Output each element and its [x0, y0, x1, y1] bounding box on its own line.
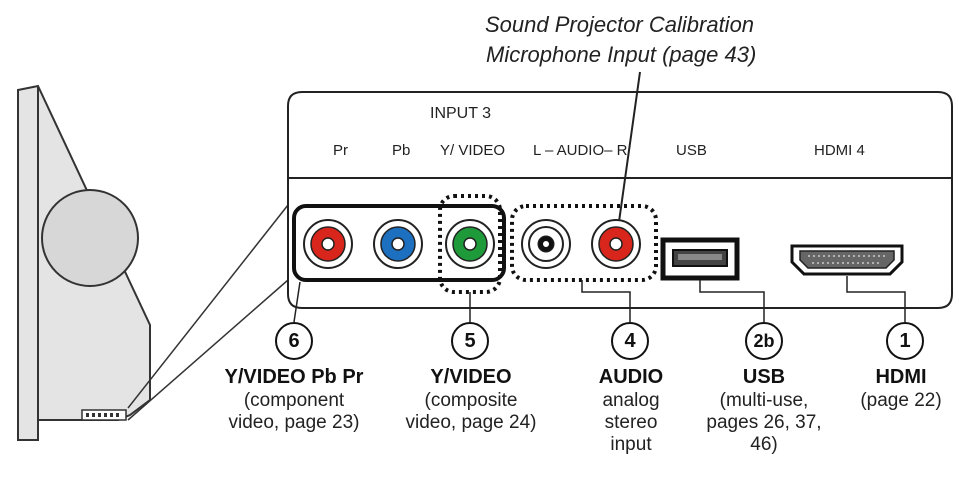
label-composite-desc-2: video, page 24): [405, 412, 537, 433]
callout-title-line2: Microphone Input (page 43): [486, 42, 757, 67]
header-audio: L – AUDIO– R: [533, 142, 628, 159]
connector-panel: [287, 91, 953, 309]
tv-side-port-dots: [86, 413, 119, 417]
callout-line: [616, 71, 641, 237]
number-badge-2b: 2b: [745, 322, 783, 360]
component-group-box: [292, 204, 506, 282]
number-badge-4: 4: [611, 322, 649, 360]
header-pb: Pb: [392, 142, 411, 159]
label-usb-desc-1: (multi-use,: [719, 389, 809, 411]
leader-6-path: [293, 281, 301, 323]
label-component-desc-2: video, page 23): [228, 412, 360, 433]
label-composite-desc-1: (composite: [424, 389, 518, 411]
leader-1-path: [846, 276, 906, 322]
audio-group-box: [510, 204, 658, 282]
header-hdmi: HDMI 4: [814, 142, 865, 159]
composite-group-box: [438, 194, 502, 294]
number-badge-6: 6: [275, 322, 313, 360]
label-usb-title: USB: [742, 366, 786, 388]
header-y-video: Y/ VIDEO: [440, 142, 506, 159]
zoom-line-top: [127, 204, 289, 409]
callout-title-line1: Sound Projector Calibration: [485, 12, 755, 37]
label-hdmi-title: HDMI: [875, 366, 927, 388]
jack-audio-r[interactable]: [591, 219, 641, 269]
jack-pr[interactable]: [303, 219, 353, 269]
leader-2b-path: [699, 280, 765, 322]
label-composite: Y/VIDEO (composite video, page 24): [396, 366, 546, 434]
label-hdmi-desc-1: (page 22): [860, 389, 942, 411]
hdmi-port[interactable]: [790, 244, 904, 276]
label-usb-desc-2: pages 26, 37,: [706, 412, 822, 433]
label-usb: USB (multi-use, pages 26, 37, 46): [693, 366, 835, 457]
tv-side-profile: [17, 84, 151, 441]
label-audio-title: AUDIO: [598, 366, 664, 388]
label-component-title: Y/VIDEO Pb Pr: [224, 366, 364, 388]
header-pr: Pr: [333, 142, 348, 159]
leader-4-path: [581, 280, 631, 322]
label-audio-desc-1: analog: [602, 389, 660, 411]
label-component: Y/VIDEO Pb Pr (component video, page 23): [196, 366, 392, 434]
label-component-desc-1: (component: [243, 389, 345, 411]
label-composite-title: Y/VIDEO: [430, 366, 512, 388]
zoom-line-bottom: [127, 279, 289, 421]
number-badge-1: 1: [886, 322, 924, 360]
label-hdmi: HDMI (page 22): [845, 366, 957, 412]
label-audio-desc-2: stereo: [604, 412, 658, 433]
label-audio: AUDIO analog stereo input: [576, 366, 686, 457]
label-audio-desc-3: input: [610, 434, 652, 456]
jack-y-video[interactable]: [445, 219, 495, 269]
usb-port[interactable]: [660, 237, 740, 281]
header-usb: USB: [676, 142, 707, 159]
jack-pb[interactable]: [373, 219, 423, 269]
input-group-label: INPUT 3: [430, 105, 492, 122]
number-badge-5: 5: [451, 322, 489, 360]
jack-audio-l[interactable]: [521, 219, 571, 269]
label-usb-desc-3: 46): [750, 434, 778, 456]
